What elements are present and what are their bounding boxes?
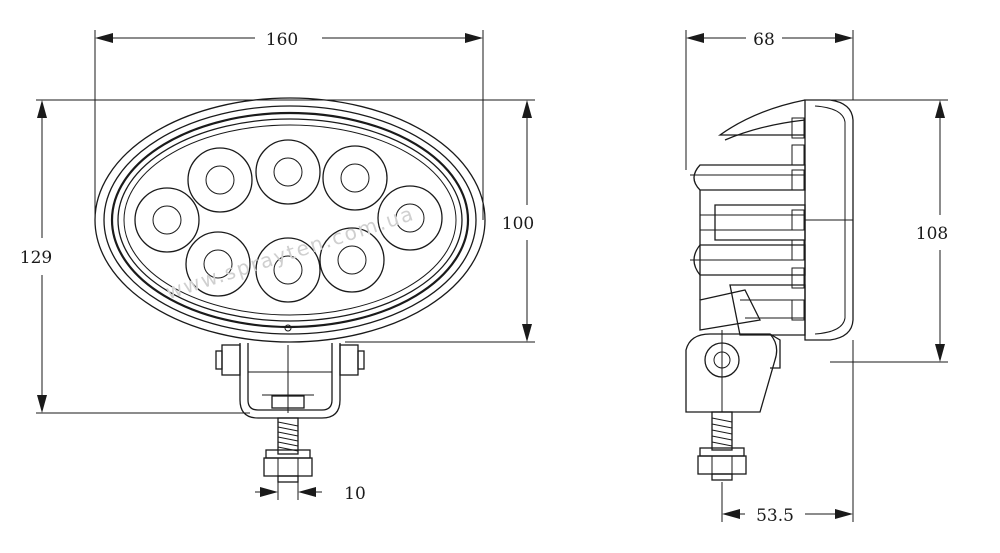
dim-front-width: 160 [94,30,484,220]
led [185,231,251,297]
dim-front-lens-height: 100 [290,99,535,343]
side-view: 68 108 53.5 [685,30,948,526]
dim-side-bolt-offset: 53.5 [721,340,854,526]
front-view: 160 129 100 [20,30,535,504]
dim-label-width: 160 [266,30,298,50]
led [255,139,321,205]
front-bezel-outline [103,105,477,335]
led [377,185,443,251]
led [187,147,253,213]
front-mount-bolt [263,417,313,483]
front-mount-bracket [215,343,365,419]
led [322,145,388,211]
dim-side-height: 108 [830,99,948,363]
dim-label-total-height: 129 [20,248,52,268]
side-mount-bracket [685,330,781,413]
front-lens-inner-rim [117,118,463,322]
front-lens-outer-rim [110,111,470,329]
dim-front-total-height: 129 [20,99,290,414]
led [134,187,200,253]
front-drain-hole [284,324,292,332]
front-lens [123,124,457,316]
led-array [134,139,443,303]
dim-label-bolt-diameter: 10 [344,484,366,504]
led [319,227,385,293]
side-heat-sink [690,99,806,336]
dim-label-depth: 68 [753,30,775,50]
dim-bolt-diameter: 10 [255,482,366,504]
dim-label-bolt-offset: 53.5 [756,506,794,526]
side-lens-housing [804,99,854,341]
dim-label-lens-height: 100 [502,214,534,234]
dim-side-depth: 68 [685,30,854,170]
side-mount-bolt [697,411,747,481]
led [255,237,321,303]
watermark: www.sprayten.com.ua [163,201,418,304]
dim-label-side-height: 108 [916,224,948,244]
